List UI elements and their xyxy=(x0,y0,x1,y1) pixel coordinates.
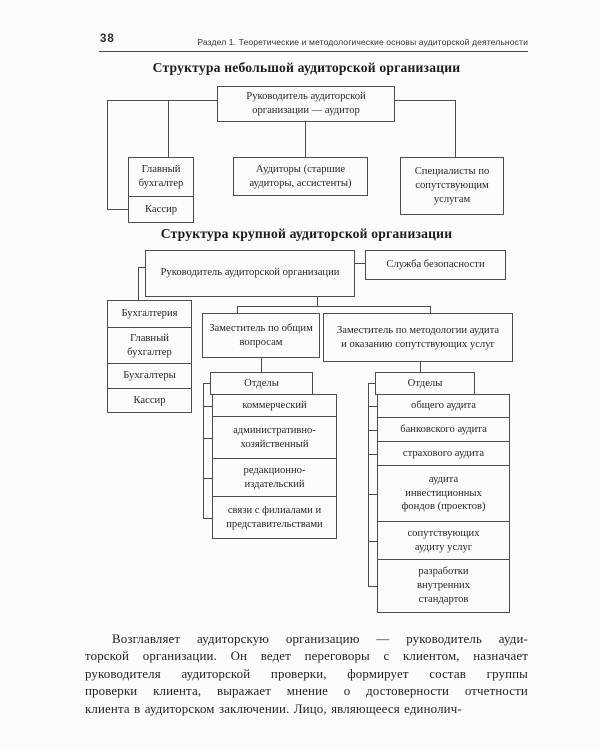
body-paragraph: Возглавляет аудиторскую организацию — ру… xyxy=(85,632,528,719)
node-dept-investment-audit: аудита инвестиционных фондов (проектов) xyxy=(377,465,510,522)
connector-line xyxy=(203,478,213,479)
connector-line xyxy=(203,406,213,407)
connector-line xyxy=(203,518,213,519)
connector-line xyxy=(368,406,378,407)
running-header: Раздел 1. Теоретические и методологическ… xyxy=(197,37,528,47)
connector-line xyxy=(368,586,378,587)
body-line: клиента в аудиторском заключении. Лицо, … xyxy=(85,701,462,716)
node-chief-accountant: Главный бухгалтер xyxy=(128,157,194,197)
connector-line xyxy=(368,494,378,495)
figure-title-large-org: Структура крупной аудиторской организаци… xyxy=(160,226,453,241)
node-dept-internal-standards: разработки внутренних стандартов xyxy=(377,559,510,613)
node-dept-branches: связи с филиалами и представительствами xyxy=(212,496,337,539)
node-auditors: Аудиторы (старшие аудиторы, ассистенты) xyxy=(233,157,368,196)
node-cashier-large: Кассир xyxy=(107,388,192,413)
body-line: руководителя аудиторской проверки, форми… xyxy=(85,666,528,681)
body-line: проверки клиента, выражает мнение о дост… xyxy=(85,684,528,699)
connector-line xyxy=(138,267,139,301)
connector-line xyxy=(138,267,146,268)
connector-line xyxy=(261,357,262,373)
node-chief-accountant-large: Главный бухгалтер xyxy=(107,327,192,364)
node-dept-administrative: административно-хозяйственный xyxy=(212,416,337,459)
connector-line xyxy=(203,383,211,384)
connector-line xyxy=(420,361,421,373)
node-departments-label-general: Отделы xyxy=(210,372,313,395)
connector-line xyxy=(107,209,128,210)
node-deputy-general: Заместитель по общим вопросам xyxy=(202,313,320,358)
node-dept-bank-audit: банковского аудита xyxy=(377,417,510,442)
header-rule xyxy=(99,51,528,53)
node-accounting-dept: Бухгалтерия xyxy=(107,300,192,328)
connector-line xyxy=(368,383,369,587)
connector-line xyxy=(368,430,378,431)
connector-line xyxy=(107,100,108,209)
connector-line xyxy=(353,263,366,264)
node-specialists: Специалисты по сопутствующим услугам xyxy=(400,157,504,215)
node-departments-label-audit: Отделы xyxy=(375,372,475,395)
connector-line xyxy=(203,383,204,519)
node-head-large: Руководитель аудиторской организации xyxy=(145,250,355,297)
connector-line xyxy=(305,121,306,157)
connector-line xyxy=(368,454,378,455)
node-dept-general-audit: общего аудита xyxy=(377,394,510,418)
connector-line xyxy=(203,438,213,439)
node-dept-commercial: коммерческий xyxy=(212,394,337,417)
connector-line xyxy=(430,306,431,314)
node-head-auditor: Руководитель аудиторской организации — а… xyxy=(217,86,395,122)
node-cashier: Кассир xyxy=(128,196,194,223)
node-dept-insurance-audit: страхового аудита xyxy=(377,441,510,466)
node-dept-related-services: сопутствующих аудиту услуг xyxy=(377,521,510,560)
connector-line xyxy=(395,100,455,101)
node-deputy-methodology: Заместитель по методологии аудита и оказ… xyxy=(323,313,513,362)
figure-title-small-org: Структура небольшой аудиторской организа… xyxy=(152,60,461,75)
connector-line xyxy=(107,100,217,101)
connector-line xyxy=(455,100,456,157)
node-accountants: Бухгалтеры xyxy=(107,363,192,389)
node-dept-editorial: редакционно-издательский xyxy=(212,458,337,497)
connector-line xyxy=(317,296,318,307)
connector-line xyxy=(368,383,376,384)
connector-line xyxy=(368,541,378,542)
connector-line xyxy=(168,100,169,157)
connector-line xyxy=(237,306,238,314)
body-line: торской организации. Он ведет переговоры… xyxy=(85,649,528,664)
connector-line xyxy=(237,306,431,307)
body-line: Возглавляет аудиторскую организацию — ру… xyxy=(112,632,528,646)
page-number: 38 xyxy=(100,33,115,45)
node-security-service: Служба безопасности xyxy=(365,250,506,280)
